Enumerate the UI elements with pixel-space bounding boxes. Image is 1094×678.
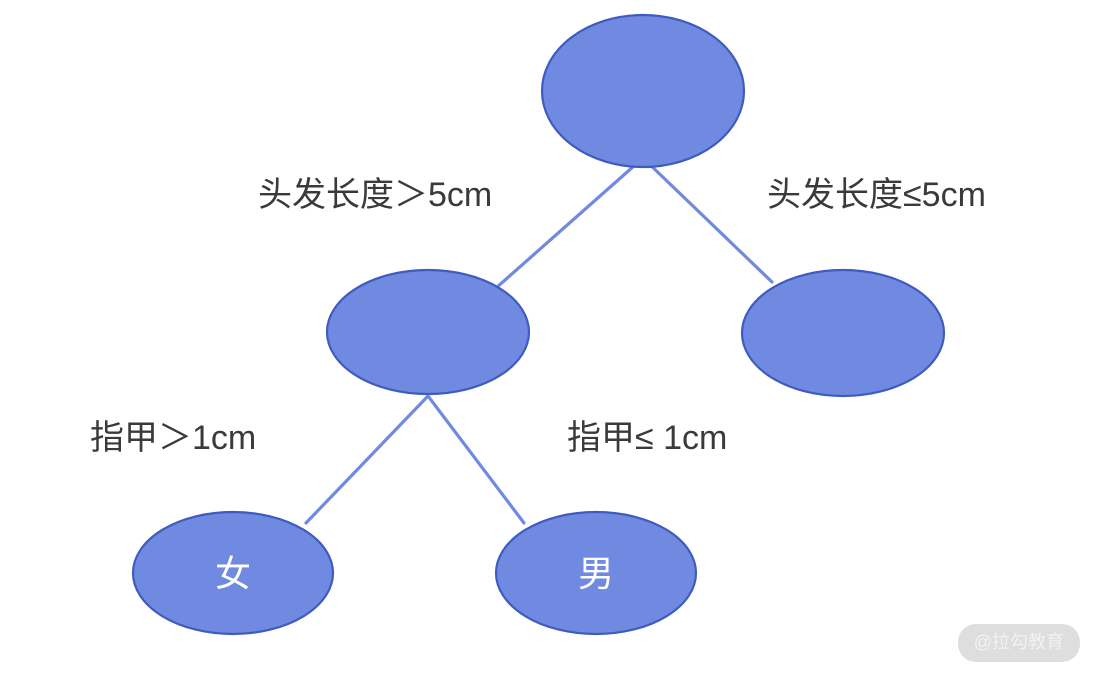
node-leaf-hair-short bbox=[740, 268, 946, 398]
watermark-badge: @拉勾教育 bbox=[957, 624, 1080, 662]
node-branch-hair-long bbox=[325, 268, 531, 396]
edge-root-to-hair-short bbox=[641, 156, 774, 284]
edge-label-hair-long: 头发长度＞5cm bbox=[258, 176, 493, 214]
edge-hair-long-to-female bbox=[304, 394, 430, 525]
node-leaf-male bbox=[494, 510, 698, 636]
edge-label-nail-long: 指甲＞1cm bbox=[90, 419, 257, 457]
edge-root-to-hair-long bbox=[494, 156, 645, 290]
node-root bbox=[540, 13, 746, 169]
node-label-female: 女 bbox=[214, 553, 252, 594]
node-label-male: 男 bbox=[577, 553, 615, 594]
edge-hair-long-to-male bbox=[426, 394, 526, 525]
edge-label-hair-short: 头发长度≤5cm bbox=[767, 176, 986, 214]
node-leaf-female bbox=[131, 510, 335, 636]
edge-label-nail-short: 指甲≤ 1cm bbox=[567, 419, 728, 457]
